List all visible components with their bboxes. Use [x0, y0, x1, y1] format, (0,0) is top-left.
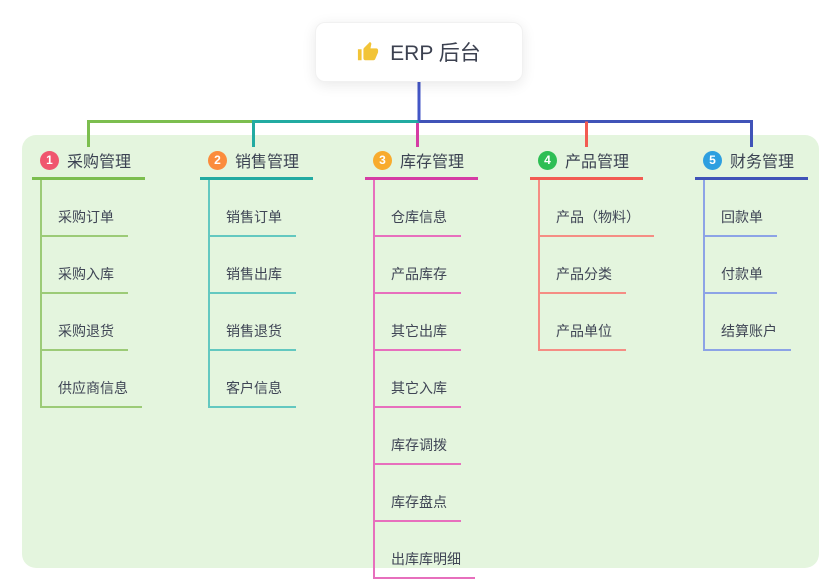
- child-node[interactable]: 产品分类: [540, 237, 626, 294]
- child-node[interactable]: 采购退货: [42, 294, 128, 351]
- child-label: 出库库明细: [391, 551, 461, 567]
- branch-header-node[interactable]: 3 库存管理: [365, 148, 478, 180]
- branch-label: 采购管理: [67, 154, 132, 171]
- child-node[interactable]: 采购入库: [42, 237, 128, 294]
- branch-5: 5 财务管理回款单付款单结算账户: [695, 148, 808, 351]
- child-node[interactable]: 其它入库: [375, 351, 461, 408]
- child-node[interactable]: 供应商信息: [42, 351, 142, 408]
- child-node[interactable]: 其它出库: [375, 294, 461, 351]
- child-label: 销售订单: [226, 209, 282, 225]
- child-node[interactable]: 出库库明细: [375, 522, 475, 579]
- child-label: 产品单位: [556, 323, 612, 339]
- child-label: 其它出库: [391, 323, 447, 339]
- child-node[interactable]: 仓库信息: [375, 180, 461, 237]
- child-label: 库存盘点: [391, 494, 447, 510]
- child-node[interactable]: 产品单位: [540, 294, 626, 351]
- child-node[interactable]: 客户信息: [210, 351, 296, 408]
- child-label: 库存调拨: [391, 437, 447, 453]
- root-node-title: ERP 后台: [390, 42, 481, 65]
- branch-header-node[interactable]: 5 财务管理: [695, 148, 808, 180]
- child-node[interactable]: 结算账户: [705, 294, 791, 351]
- branch-children-list: 仓库信息产品库存其它出库其它入库库存调拨库存盘点出库库明细: [373, 180, 475, 579]
- child-node[interactable]: 销售出库: [210, 237, 296, 294]
- branch-children-list: 采购订单采购入库采购退货供应商信息: [40, 180, 142, 408]
- branch-2: 2 销售管理销售订单销售出库销售退货客户信息: [200, 148, 313, 408]
- mindmap-background-panel: [22, 135, 819, 568]
- child-label: 产品库存: [391, 266, 447, 282]
- child-label: 采购入库: [58, 266, 114, 282]
- child-node[interactable]: 付款单: [705, 237, 777, 294]
- child-node[interactable]: 回款单: [705, 180, 777, 237]
- child-label: 采购订单: [58, 209, 114, 225]
- branch-number-badge: 4: [538, 150, 557, 170]
- thumbs-up-icon: [357, 41, 379, 63]
- child-label: 销售退货: [226, 323, 282, 339]
- child-node[interactable]: 采购订单: [42, 180, 128, 237]
- child-label: 采购退货: [58, 323, 114, 339]
- child-node[interactable]: 销售退货: [210, 294, 296, 351]
- branch-4: 4 产品管理产品（物料） 产品分类产品单位: [530, 148, 654, 351]
- child-node[interactable]: 库存调拨: [375, 408, 461, 465]
- branch-label: 销售管理: [235, 154, 300, 171]
- root-node-erp[interactable]: ERP 后台: [315, 22, 523, 82]
- branch-1: 1 采购管理采购订单采购入库采购退货供应商信息: [32, 148, 145, 408]
- child-label: 仓库信息: [391, 209, 447, 225]
- branch-header-node[interactable]: 4 产品管理: [530, 148, 643, 180]
- child-label: 其它入库: [391, 380, 447, 396]
- child-node[interactable]: 产品库存: [375, 237, 461, 294]
- branch-children-list: 回款单付款单结算账户: [703, 180, 791, 351]
- branch-label: 财务管理: [730, 154, 795, 171]
- branch-number-badge: 1: [40, 150, 59, 170]
- branch-number-badge: 3: [373, 150, 392, 170]
- branch-number-badge: 5: [703, 150, 722, 170]
- branch-number-badge: 2: [208, 150, 227, 170]
- branch-header-node[interactable]: 1 采购管理: [32, 148, 145, 180]
- child-label: 销售出库: [226, 266, 282, 282]
- branch-header-node[interactable]: 2 销售管理: [200, 148, 313, 180]
- branch-children-list: 产品（物料） 产品分类产品单位: [538, 180, 654, 351]
- child-label: 产品分类: [556, 266, 612, 282]
- child-label: 付款单: [721, 266, 763, 282]
- child-node[interactable]: 库存盘点: [375, 465, 461, 522]
- child-label: 结算账户: [721, 323, 777, 339]
- child-label: 产品（物料）: [556, 209, 640, 225]
- child-label: 供应商信息: [58, 380, 128, 396]
- child-label: 客户信息: [226, 380, 282, 396]
- child-node[interactable]: 销售订单: [210, 180, 296, 237]
- child-label: 回款单: [721, 209, 763, 225]
- branch-3: 3 库存管理仓库信息产品库存其它出库其它入库库存调拨库存盘点出库库明细: [365, 148, 478, 579]
- branch-label: 产品管理: [565, 154, 630, 171]
- branch-label: 库存管理: [400, 154, 465, 171]
- child-node[interactable]: 产品（物料）: [540, 180, 654, 237]
- branch-children-list: 销售订单销售出库销售退货客户信息: [208, 180, 296, 408]
